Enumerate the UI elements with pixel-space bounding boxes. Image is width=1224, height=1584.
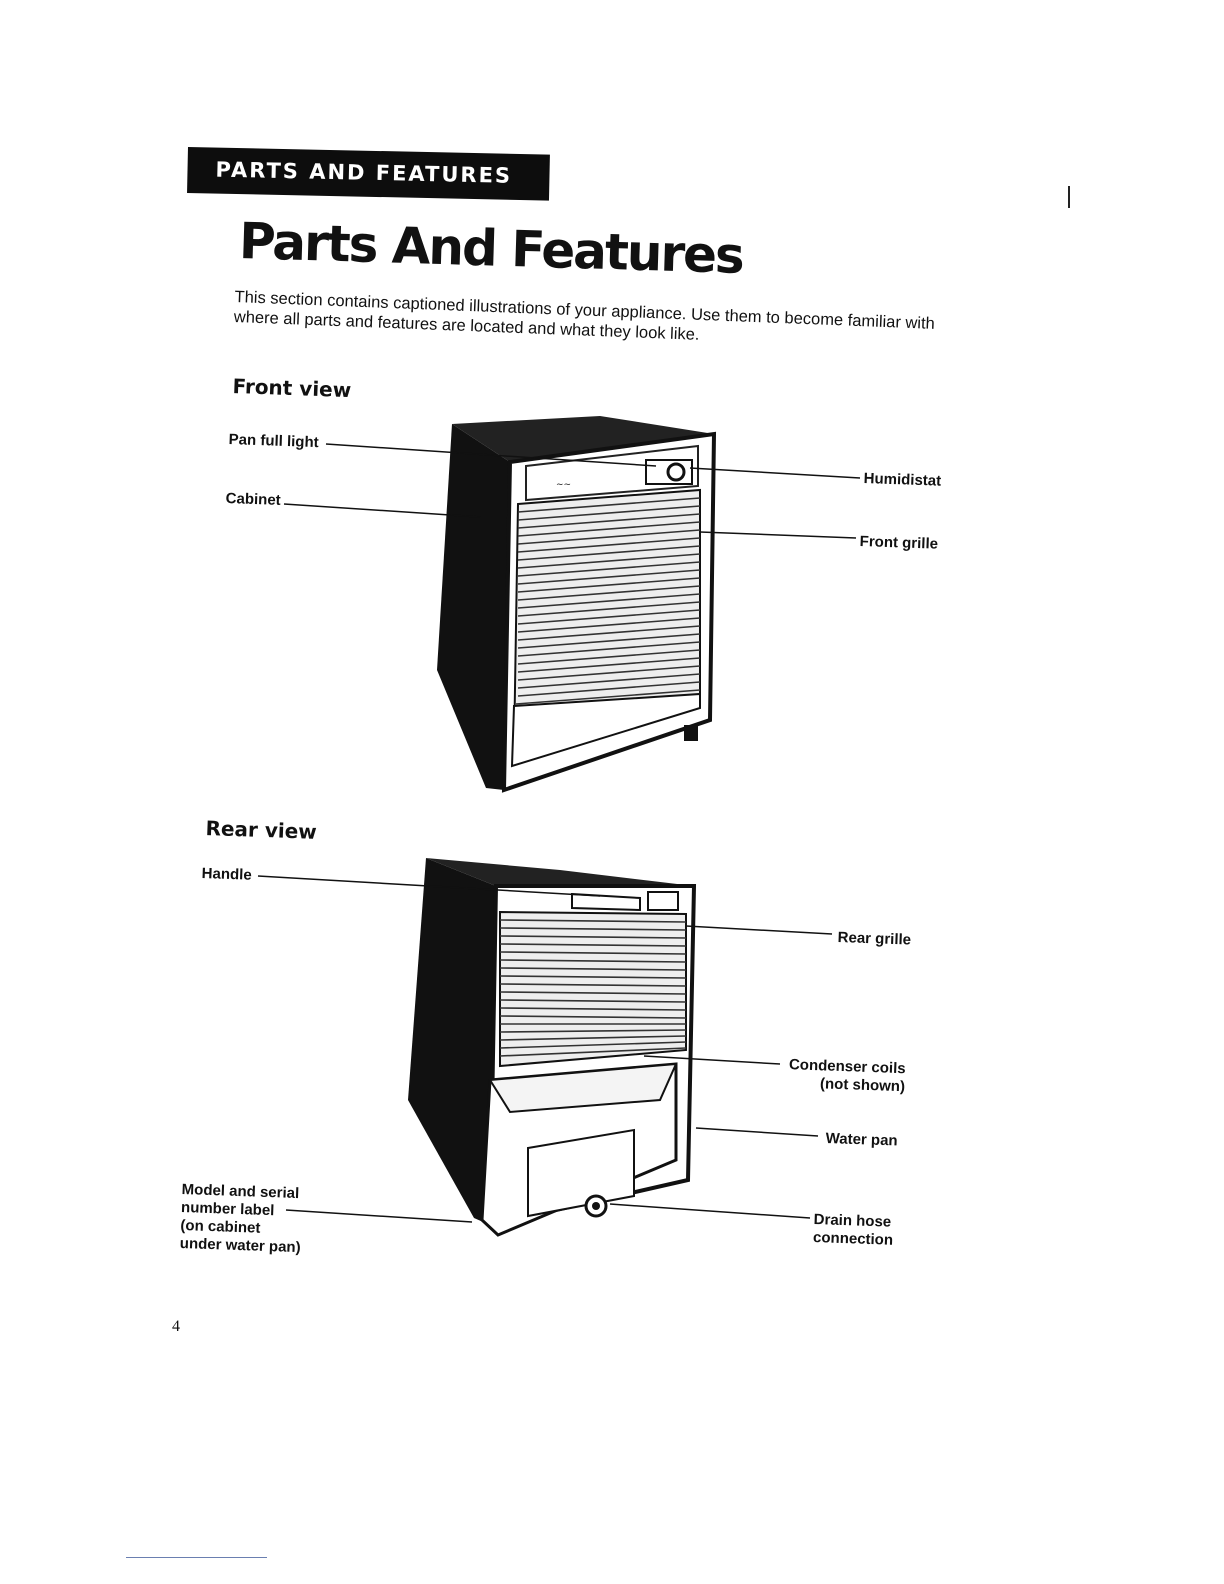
svg-text:~~: ~~: [556, 480, 571, 490]
callout-model-serial-label: Model and serial number label (on cabine…: [179, 1181, 302, 1257]
callout-condenser-coils: Condenser coils (not shown): [783, 1056, 906, 1096]
callout-humidistat: Humidistat: [863, 470, 941, 491]
callout-front-grille: Front grille: [859, 533, 938, 554]
footer-rule: [126, 1557, 267, 1558]
callout-cabinet: Cabinet: [225, 490, 281, 510]
callout-drain-hose-connection: Drain hose connection: [813, 1211, 894, 1250]
rear-view-heading: Rear view: [205, 816, 317, 844]
callout-pan-full-light: Pan full light: [228, 431, 319, 452]
callout-handle: Handle: [201, 865, 252, 885]
page-number: 4: [172, 1318, 180, 1336]
callout-rear-grille: Rear grille: [837, 929, 911, 950]
callout-water-pan: Water pan: [825, 1130, 898, 1151]
